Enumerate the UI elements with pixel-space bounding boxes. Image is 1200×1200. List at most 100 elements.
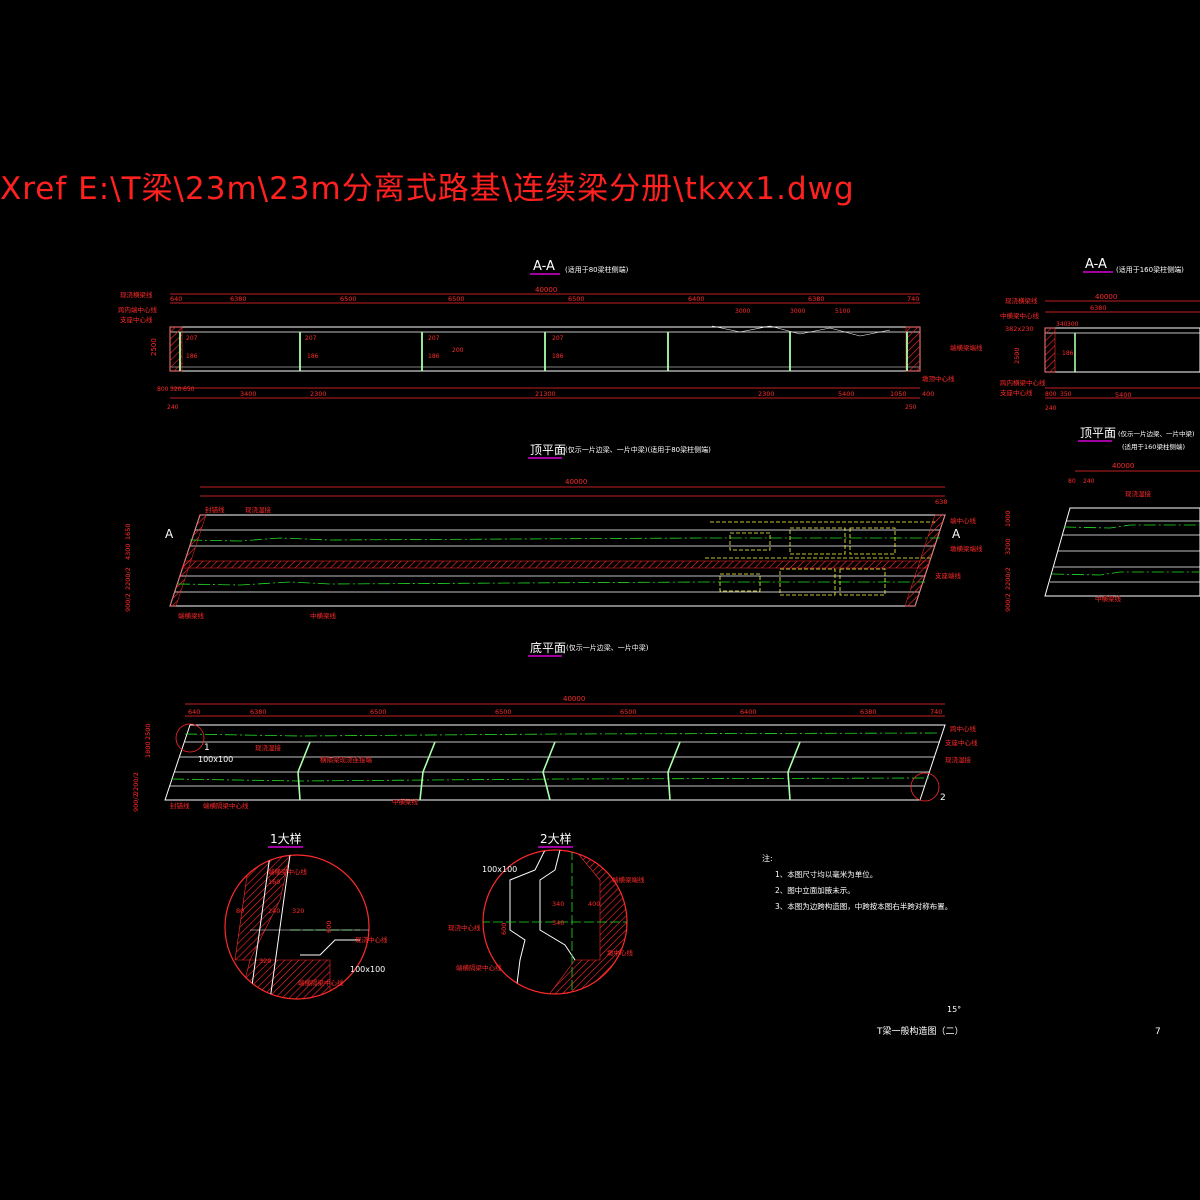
section-mark-a-left: A	[165, 527, 174, 541]
diaphragms	[179, 332, 908, 371]
top-plan-right-overall: 40000	[1112, 462, 1134, 470]
top-plan-right-subtitle: (仅示一片边梁、一片中梁)	[1118, 429, 1195, 438]
notes-block: 注: 1、本图尺寸均以毫米为单位。 2、图中立面加腋未示。 3、本图为边跨构造图…	[762, 853, 952, 911]
detail-2-marker	[910, 772, 940, 802]
section-mark-a-right: A	[952, 527, 961, 541]
section-aa-right-title: A-A	[1085, 257, 1107, 272]
right-dim-7: 5400	[1115, 391, 1132, 399]
bp-top-dim-0: 640	[188, 708, 200, 716]
left-label-2: 跨内端中心线	[118, 305, 158, 314]
bp-side-dim-0: 1800	[144, 741, 152, 758]
section-aa-left-title: A-A	[533, 259, 555, 274]
d1-dim-3: 320	[292, 907, 304, 915]
d1-dim-7: 100x100	[350, 965, 385, 974]
aa-small-dim-5: 186	[552, 353, 564, 360]
right-dim-1: 6380	[1090, 304, 1107, 312]
bottom-girder-outer	[164, 724, 946, 801]
aa-bottom-dim-5: 1050	[890, 390, 907, 398]
plan-side-dim-2: 2200/2	[124, 567, 132, 590]
top-plan-left-overall: 40000	[565, 478, 587, 486]
end-hatch-right	[904, 514, 946, 607]
bp-diaphragm-4	[787, 741, 801, 801]
d2-label-1: 端横梁端线	[612, 875, 645, 884]
bp-label-3: 现浇湿接	[255, 743, 282, 752]
right-girder-outer	[1044, 507, 1200, 597]
bp-top-dim-6: 6380	[860, 708, 877, 716]
aa-small-dim-8: 200	[452, 347, 464, 354]
note-item-2: 2、图中立面加腋未示。	[775, 885, 855, 895]
detail-mark-1: 1	[204, 743, 210, 753]
xref-path-text: Xref E:\T梁\23m\23m分离式路基\连续梁分册\tkxx1.dwg	[0, 171, 855, 207]
center-line-2	[177, 581, 925, 586]
d1-label-2: 现浇中心线	[355, 935, 388, 944]
plan-label-2: 现浇湿接	[245, 505, 272, 514]
right-plan-dim-4: 3200	[1004, 538, 1012, 555]
detail-mark-2: 2	[940, 793, 946, 803]
aa-bottom-dim-3: 2300	[758, 390, 775, 398]
section-aa-left-subtitle: (适用于80梁柱侧端)	[565, 265, 629, 274]
top-plan-left: 顶平面 (仅示一片边梁、一片中梁)(适用于80梁柱侧端) 40000 638 A…	[124, 443, 983, 620]
bp-label-8: 现浇湿接	[945, 755, 972, 764]
right-plan-dim-1: 80	[1068, 478, 1076, 485]
aa-top-dim-2: 6500	[340, 295, 357, 303]
bp-diaphragm-3	[667, 741, 681, 801]
aa-bottom-dim-1: 2300	[310, 390, 327, 398]
right-dim-4: 382x230	[1005, 325, 1034, 333]
plan-label-1: 封锚线	[205, 505, 225, 514]
aa-small-dim-2: 207	[428, 335, 440, 342]
top-plan-right-title: 顶平面	[1080, 426, 1116, 440]
aa-inner-dim-1: 3000	[790, 308, 805, 315]
bp-label-5: 中横梁线	[392, 797, 419, 806]
right-plan-dim-2: 240	[1083, 478, 1095, 485]
d2-label-2: 现浇中心线	[448, 923, 481, 932]
top-plan-left-end-dim: 638	[935, 498, 947, 506]
detail-2-title: 2大样	[540, 831, 572, 846]
bp-side-dim-3: 900/2	[132, 793, 140, 812]
plan-label-3: 端中心线	[950, 516, 977, 525]
aa-small-dim-4: 207	[552, 335, 564, 342]
right-dim-3: 300	[1067, 321, 1079, 328]
right-dim-8: 800	[1045, 391, 1057, 398]
aa-top-dim-6: 6380	[808, 295, 825, 303]
left-label-1: 现浇横梁线	[120, 290, 153, 299]
aa-small-dim-6: 207	[186, 335, 198, 342]
right-label-2: 墩顶中心线	[922, 374, 955, 383]
right-dim-2: 340	[1056, 321, 1068, 328]
bottom-callout: 100x100	[198, 755, 233, 764]
right-dim-6: 186	[1062, 350, 1074, 357]
bp-top-dim-2: 6500	[370, 708, 387, 716]
plan-side-dim-3: 900/2	[124, 593, 132, 612]
title-block: 15° T梁一般构造图（二） 7	[876, 1005, 1161, 1037]
d1-label-3: 端横隔梁中心线	[298, 978, 344, 987]
top-plan-left-subtitle: (仅示一片边梁、一片中梁)(适用于80梁柱侧端)	[565, 445, 711, 454]
top-plan-right: 顶平面 (仅示一片边梁、一片中梁) (适用于160梁柱侧端) 40000 80 …	[1004, 426, 1200, 612]
bottom-plan-overall: 40000	[563, 695, 585, 703]
bp-diaphragm-1	[419, 741, 436, 801]
aa-top-dim-5: 6400	[688, 295, 705, 303]
tendon-line	[711, 325, 891, 337]
top-plan-left-title: 顶平面	[530, 443, 566, 457]
detail-2: 2大样 100x100 340 400 600 340 端横梁端线 现浇中心线 …	[448, 831, 645, 995]
edge-dim-4: 240	[167, 404, 179, 411]
plan-label-5: 支座端线	[935, 571, 962, 580]
d2-dim-3: 400	[588, 900, 600, 908]
angle-label: 15°	[947, 1005, 961, 1014]
d1-dim-4: 80	[236, 907, 244, 915]
right-label-a: 现浇横梁线	[1005, 296, 1038, 305]
bp-top-dim-5: 6400	[740, 708, 757, 716]
d1-dim-5: 600	[325, 921, 333, 933]
d2-dim-2: 340	[552, 900, 564, 908]
bp-label-2: 支座中心线	[945, 738, 978, 747]
right-plan-dim-3: 1000	[1004, 510, 1012, 527]
aa-top-dim-1: 6380	[230, 295, 247, 303]
bp-diaphragm-0	[297, 741, 311, 801]
bottom-plan-subtitle: (仅示一片边梁、一片中梁)	[566, 643, 649, 652]
aa-small-dim-7: 186	[186, 353, 198, 360]
section-aa-right-subtitle: (适用于160梁柱侧端)	[1116, 265, 1184, 274]
